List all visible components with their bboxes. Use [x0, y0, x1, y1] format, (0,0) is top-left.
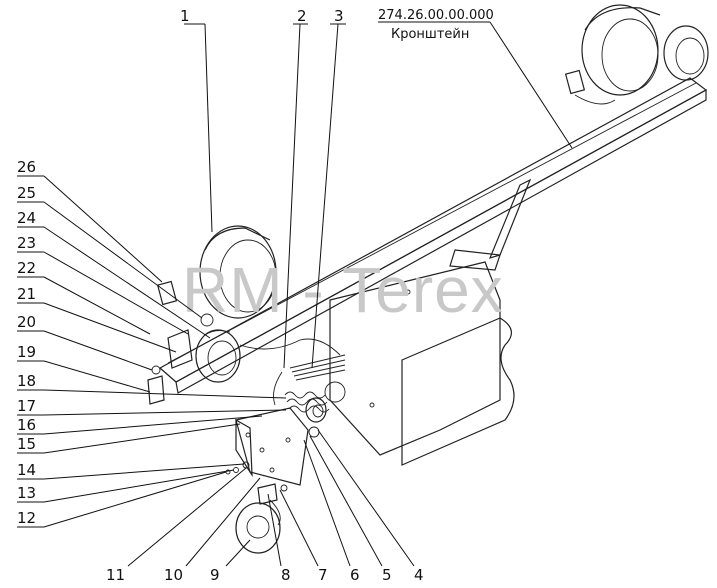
callout-5: 5	[309, 435, 392, 584]
callout-label: 11	[106, 566, 125, 584]
callout-label: 18	[17, 372, 36, 390]
callout-19: 19	[17, 343, 151, 393]
callout-label: 24	[17, 209, 36, 227]
side-plate	[324, 261, 515, 466]
callout-label: 22	[17, 259, 36, 277]
callout-label: 26	[17, 158, 36, 176]
callout-4: 4	[317, 429, 424, 584]
callout-label: 19	[17, 343, 36, 361]
callout-label: 25	[17, 184, 36, 202]
lamp-lower	[235, 502, 281, 554]
callout-21: 21	[17, 285, 177, 353]
callout-11: 11	[106, 467, 247, 584]
callout-7: 7	[279, 489, 328, 584]
callout-label: 23	[17, 234, 36, 252]
callout-24: 24	[17, 209, 211, 339]
wire-harness	[239, 338, 346, 406]
callout-3: 3	[311, 7, 346, 369]
lamp-left-main	[199, 225, 277, 319]
lower-bracket	[257, 483, 288, 526]
callout-15: 15	[17, 423, 241, 454]
callout-label: 3	[334, 7, 344, 25]
callout-9: 9	[210, 539, 251, 584]
callout-label: 14	[17, 461, 36, 479]
callout-1: 1	[180, 7, 213, 233]
callout-label: 12	[17, 509, 36, 527]
coil-spring	[284, 391, 330, 423]
lamp-right-small	[663, 25, 709, 81]
support-strut	[449, 178, 532, 271]
callout-label: 7	[318, 566, 328, 584]
callout-14: 14	[17, 461, 245, 480]
callout-23: 23	[17, 234, 189, 335]
callout-label: 17	[17, 397, 36, 415]
callout-label: 21	[17, 285, 36, 303]
callout-25: 25	[17, 184, 203, 319]
designation-header: 274.26.00.00.000 Кронштейн	[378, 8, 573, 149]
lamp-right-main	[581, 4, 661, 96]
main-beam	[158, 77, 708, 394]
callout-label: 16	[17, 416, 36, 434]
callout-26: 26	[17, 158, 163, 283]
callout-label: 2	[297, 7, 307, 25]
callout-12: 12	[17, 471, 227, 528]
watermark-text: RM - Terex	[182, 254, 504, 326]
small-clip	[147, 365, 165, 405]
callout-label: 5	[382, 566, 392, 584]
callout-label: 1	[180, 7, 190, 25]
lamp-left-small	[195, 329, 241, 383]
designation-name: Кронштейн	[391, 27, 469, 42]
bracket-right	[564, 69, 616, 105]
callout-20: 20	[17, 313, 153, 371]
junction-box	[225, 407, 320, 486]
callout-label: 10	[164, 566, 183, 584]
callout-2: 2	[283, 7, 308, 369]
callout-8: 8	[267, 493, 291, 584]
callout-17: 17	[17, 397, 287, 416]
designation-code: 274.26.00.00.000	[378, 8, 494, 23]
callout-label: 20	[17, 313, 36, 331]
bracket-left	[156, 280, 214, 369]
callout-18: 18	[17, 372, 287, 399]
callout-16: 16	[17, 415, 263, 435]
callout-label: 13	[17, 484, 36, 502]
callout-6: 6	[303, 439, 360, 584]
callout-10: 10	[164, 477, 261, 584]
callout-22: 22	[17, 259, 151, 335]
callout-label: 15	[17, 435, 36, 453]
callout-label: 4	[414, 566, 424, 584]
callout-label: 6	[350, 566, 360, 584]
callout-label: 9	[210, 566, 220, 584]
callout-13: 13	[17, 469, 235, 503]
callout-label: 8	[281, 566, 291, 584]
